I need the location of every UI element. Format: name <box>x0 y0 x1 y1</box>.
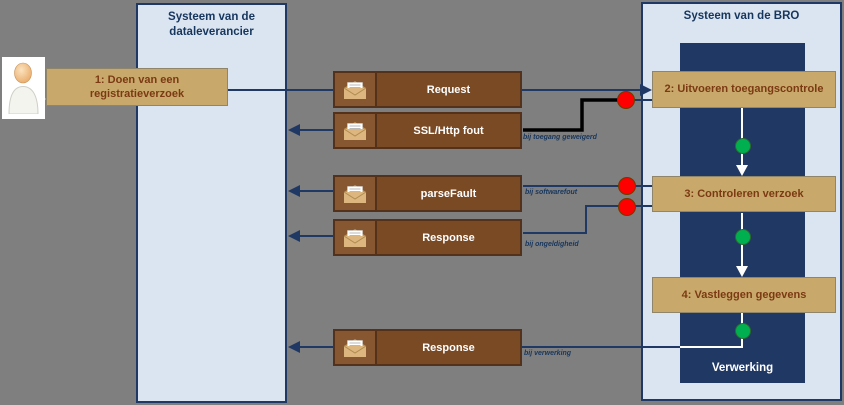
step-4-box: 4: Vastleggen gegevens <box>652 277 836 313</box>
condition-ongeldigheid: bij ongeldigheid <box>525 241 579 248</box>
message-label: Response <box>422 231 475 244</box>
panel-dataleverancier-title: Systeem van de dataleverancier <box>168 11 255 38</box>
red-dot-toegang <box>617 91 635 109</box>
message-response-ongeldigheid: Response <box>333 219 522 256</box>
envelope-icon <box>343 122 367 140</box>
envelope-icon <box>343 229 367 247</box>
envelope-icon <box>343 81 367 99</box>
message-response-verwerking: Response <box>333 329 522 366</box>
message-request: Request <box>333 71 522 108</box>
actor-card <box>2 57 45 119</box>
red-dot-ongeldigheid <box>618 198 636 216</box>
step-2-box: 2: Uitvoeren toegangscontrole <box>652 71 836 108</box>
verwerking-label: Verwerking <box>711 362 774 374</box>
panel-bro-title: Systeem van de BRO <box>683 10 800 22</box>
red-dot-softwarefout <box>618 177 636 195</box>
step-3-box: 3: Controleren verzoek <box>652 176 836 212</box>
person-icon <box>7 62 39 114</box>
step-1-box: 1: Doen van een registratieverzoek <box>46 68 228 106</box>
envelope-icon <box>343 185 367 203</box>
envelope-icon <box>343 339 367 357</box>
condition-toegang-geweigerd: bij toegang geweigerd <box>523 134 597 141</box>
condition-verwerking: bij verwerking <box>524 350 572 357</box>
message-label: parseFault <box>420 187 477 200</box>
message-label: SSL/Http fout <box>413 124 484 137</box>
green-dot-3 <box>735 323 751 339</box>
message-label: Response <box>422 341 475 354</box>
message-ssl-http-fout: SSL/Http fout <box>333 112 522 149</box>
condition-softwarefout: bij softwarefout <box>525 189 578 196</box>
green-dot-2 <box>735 229 751 245</box>
message-parsefault: parseFault <box>333 175 522 212</box>
message-label: Request <box>426 83 471 96</box>
green-dot-1 <box>735 138 751 154</box>
